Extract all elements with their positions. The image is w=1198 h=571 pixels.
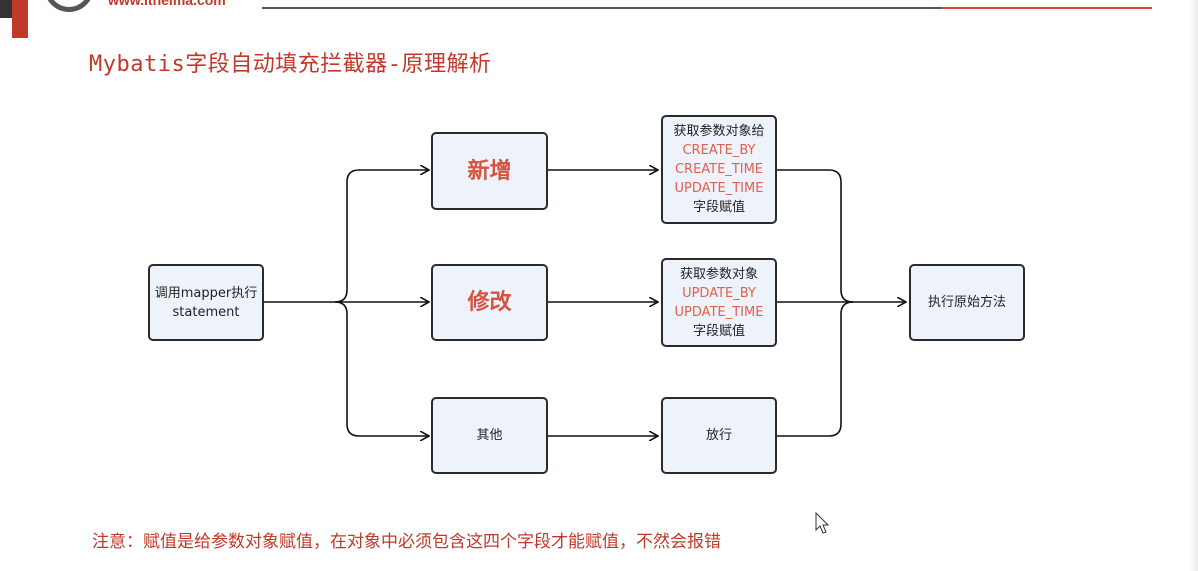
mouse-cursor-icon <box>815 512 830 534</box>
start-box: 调用mapper执行 statement <box>148 264 264 341</box>
action-other-box: 放行 <box>661 397 777 474</box>
connector-to-other <box>334 301 428 436</box>
header-url: www.itheima.com <box>108 0 226 8</box>
action-other-label: 放行 <box>705 428 732 443</box>
end-label: 执行原始方法 <box>927 295 1006 310</box>
note-text: 注意：赋值是给参数对象赋值，在对象中必须包含这四个字段才能赋值，不然会报错 <box>92 532 721 552</box>
branch-other-label: 其他 <box>476 428 503 443</box>
end-box: 执行原始方法 <box>909 264 1025 341</box>
start-line1: 调用mapper执行 <box>154 285 258 301</box>
header-left-dark-bar <box>0 0 12 18</box>
branch-insert-label: 新增 <box>467 158 512 184</box>
action-insert-line1: 获取参数对象给 <box>673 124 765 139</box>
start-line2: statement <box>172 304 240 320</box>
branch-insert-box: 新增 <box>431 132 548 210</box>
branch-update-box: 修改 <box>431 264 548 341</box>
action-insert-field: UPDATE_TIME <box>674 181 764 196</box>
branch-update-label: 修改 <box>467 290 512 315</box>
action-update-field: UPDATE_TIME <box>674 304 764 320</box>
action-update-box: 获取参数对象 UPDATE_BY UPDATE_TIME 字段赋值 <box>661 258 777 347</box>
action-insert-field: CREATE_BY <box>682 143 756 158</box>
header-divider-accent <box>942 7 1152 9</box>
branch-other-box: 其他 <box>431 397 548 474</box>
header-divider <box>262 7 1152 9</box>
action-update-line-last: 字段赋值 <box>692 323 745 339</box>
action-update-field: UPDATE_BY <box>682 285 756 301</box>
window-right-edge <box>1190 0 1198 571</box>
header-left-red-bar <box>12 0 28 38</box>
connector-merge-insert <box>777 169 854 303</box>
action-insert-box: 获取参数对象给 CREATE_BY CREATE_TIME UPDATE_TIM… <box>661 115 777 224</box>
action-insert-field: CREATE_TIME <box>674 162 764 177</box>
connector-merge-other <box>777 301 854 437</box>
connector-to-insert <box>334 170 428 303</box>
page-title: Mybatis字段自动填充拦截器-原理解析 <box>89 52 492 77</box>
action-update-line1: 获取参数对象 <box>679 266 758 282</box>
action-insert-line-last: 字段赋值 <box>692 200 745 215</box>
